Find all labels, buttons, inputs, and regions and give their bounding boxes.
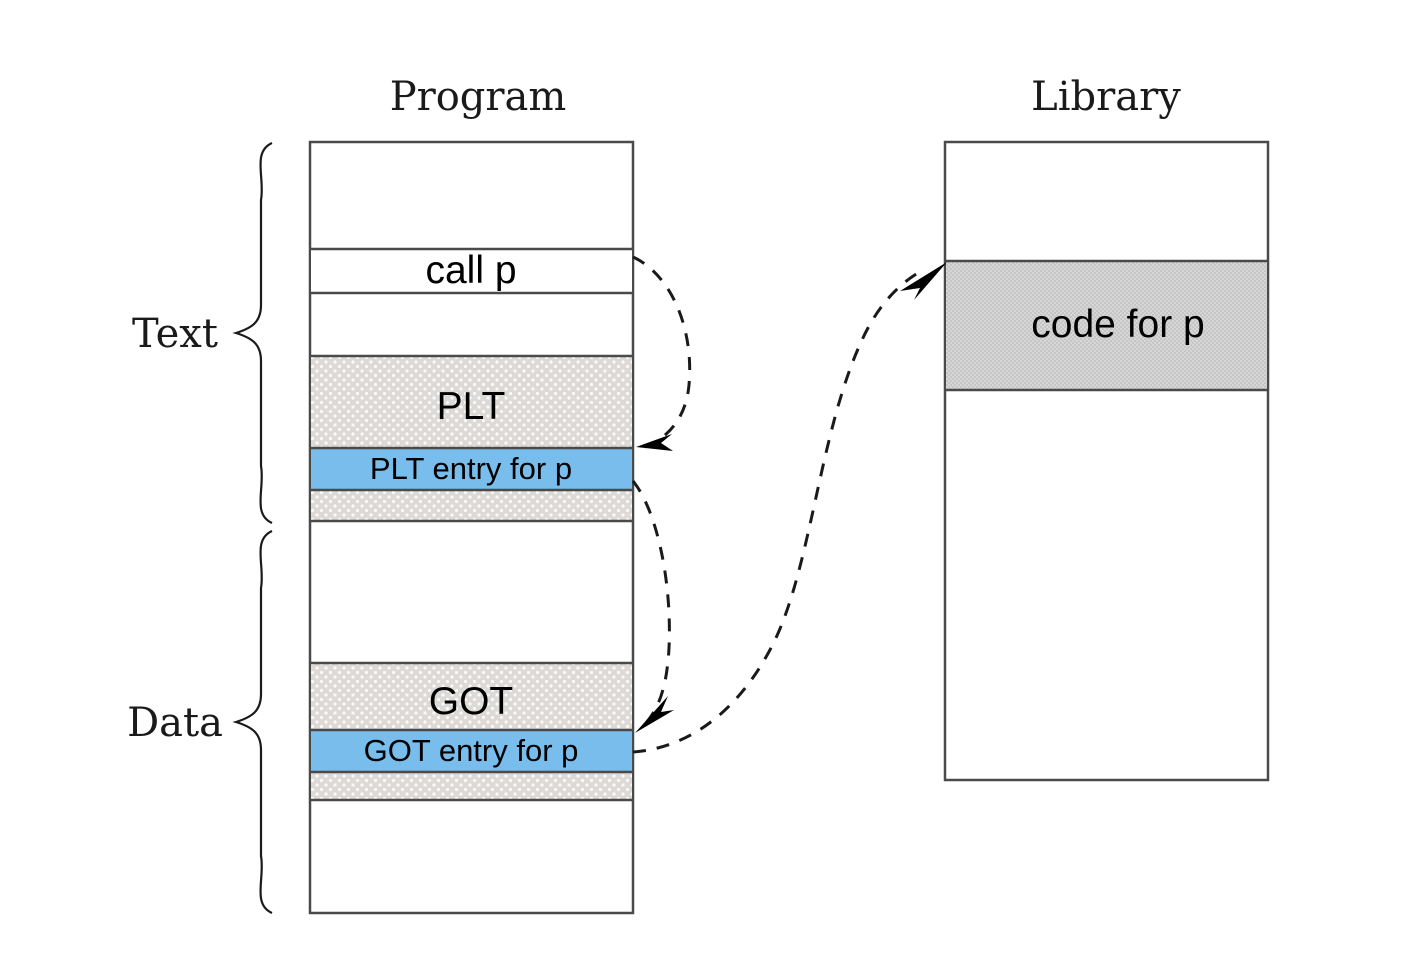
arrow-call-to-plt-entry-head [636,434,673,451]
band-code-for-p-label: code for p [1031,303,1204,346]
data-brace [232,529,273,915]
band-plt-fill [311,356,632,521]
band-plt-entry-fill [311,448,632,490]
band-plt-label: PLT [437,385,506,428]
library-box: code for p [943,140,1270,782]
arrow-plt-entry-to-got-head [635,696,674,733]
band-got-entry-fill [311,730,632,772]
arrow-call-to-plt-entry-path [632,255,692,449]
band-got-label: GOT [429,680,514,723]
arrow-plt-entry-to-got [631,480,674,733]
data-section-label: Data [127,700,223,746]
arrow-got-entry-to-code-path [632,267,926,754]
band-call-p-fill [311,249,632,293]
program-box: call p PLT PLT entry for p GOT GOT entry… [308,140,635,915]
library-box-outline [943,140,1270,782]
text-brace [232,141,273,525]
band-plt-entry-label: PLT entry for p [370,451,572,486]
arrow-got-entry-to-code [632,262,947,754]
arrow-got-entry-to-code-head [900,262,947,300]
band-got-entry-label: GOT entry for p [364,733,579,768]
band-call-p-label: call p [425,249,516,292]
band-code-for-p-fill [946,261,1267,390]
arrow-call-to-plt-entry [632,255,692,451]
arrow-plt-entry-to-got-path [631,480,671,724]
program-title: Program [390,74,567,120]
library-title: Library [1031,74,1181,120]
text-section-label: Text [132,311,218,357]
